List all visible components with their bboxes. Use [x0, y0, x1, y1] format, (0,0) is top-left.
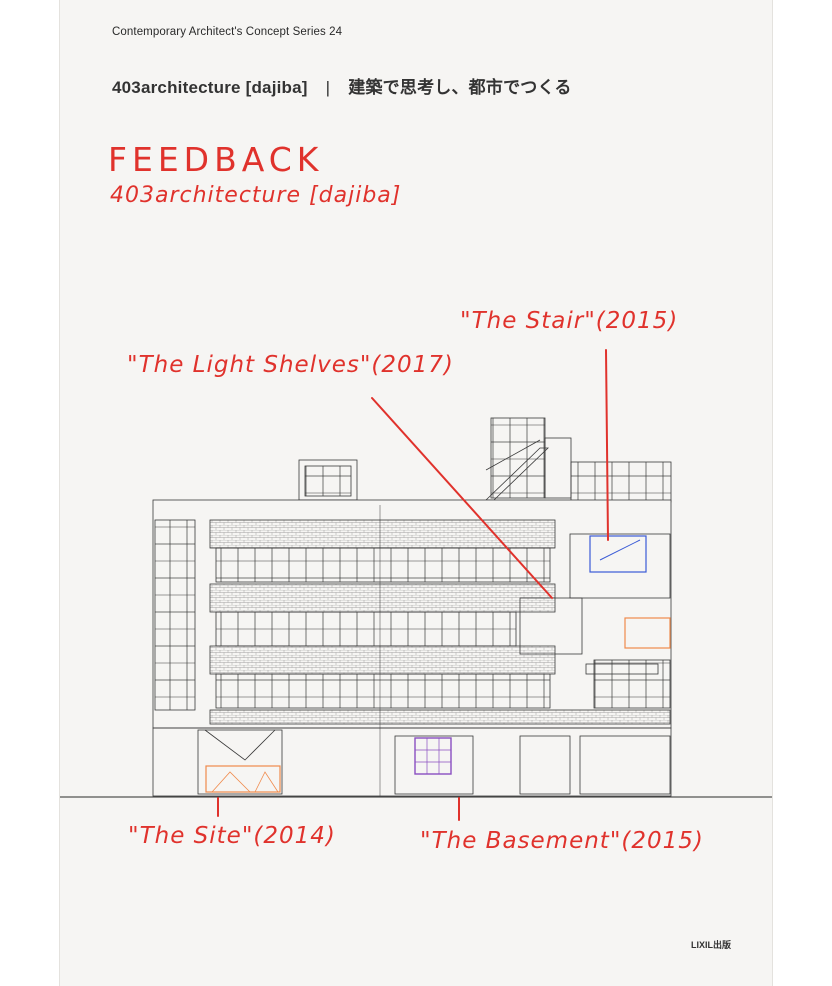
publisher-mark: LIXIL出版 [691, 940, 731, 950]
leader-light-shelves [371, 397, 553, 599]
book-title: 403architecture [dajiba] | 建築で思考し、都市でつくる [112, 73, 572, 98]
label-stair: "The Stair"(2015) [460, 308, 679, 334]
label-basement: "The Basement"(2015) [420, 828, 704, 854]
building-outline [60, 417, 772, 798]
series-title: Contemporary Architect's Concept Series … [112, 26, 343, 38]
label-site: "The Site"(2014) [128, 823, 336, 849]
handwritten-heading: FEEDBACK [108, 140, 324, 179]
basement-project-accent [414, 737, 452, 775]
title-english: 403architecture [dajiba] [112, 78, 308, 97]
title-separator: | [325, 78, 331, 97]
stair-project-accent [589, 535, 647, 573]
handwritten-subheading: 403architecture [dajiba] [110, 183, 402, 208]
label-light-shelves: "The Light Shelves"(2017) [127, 352, 454, 378]
leader-stair [605, 349, 609, 541]
site-project-accent [205, 765, 281, 793]
title-japanese: 建築で思考し、都市でつくる [348, 78, 572, 97]
